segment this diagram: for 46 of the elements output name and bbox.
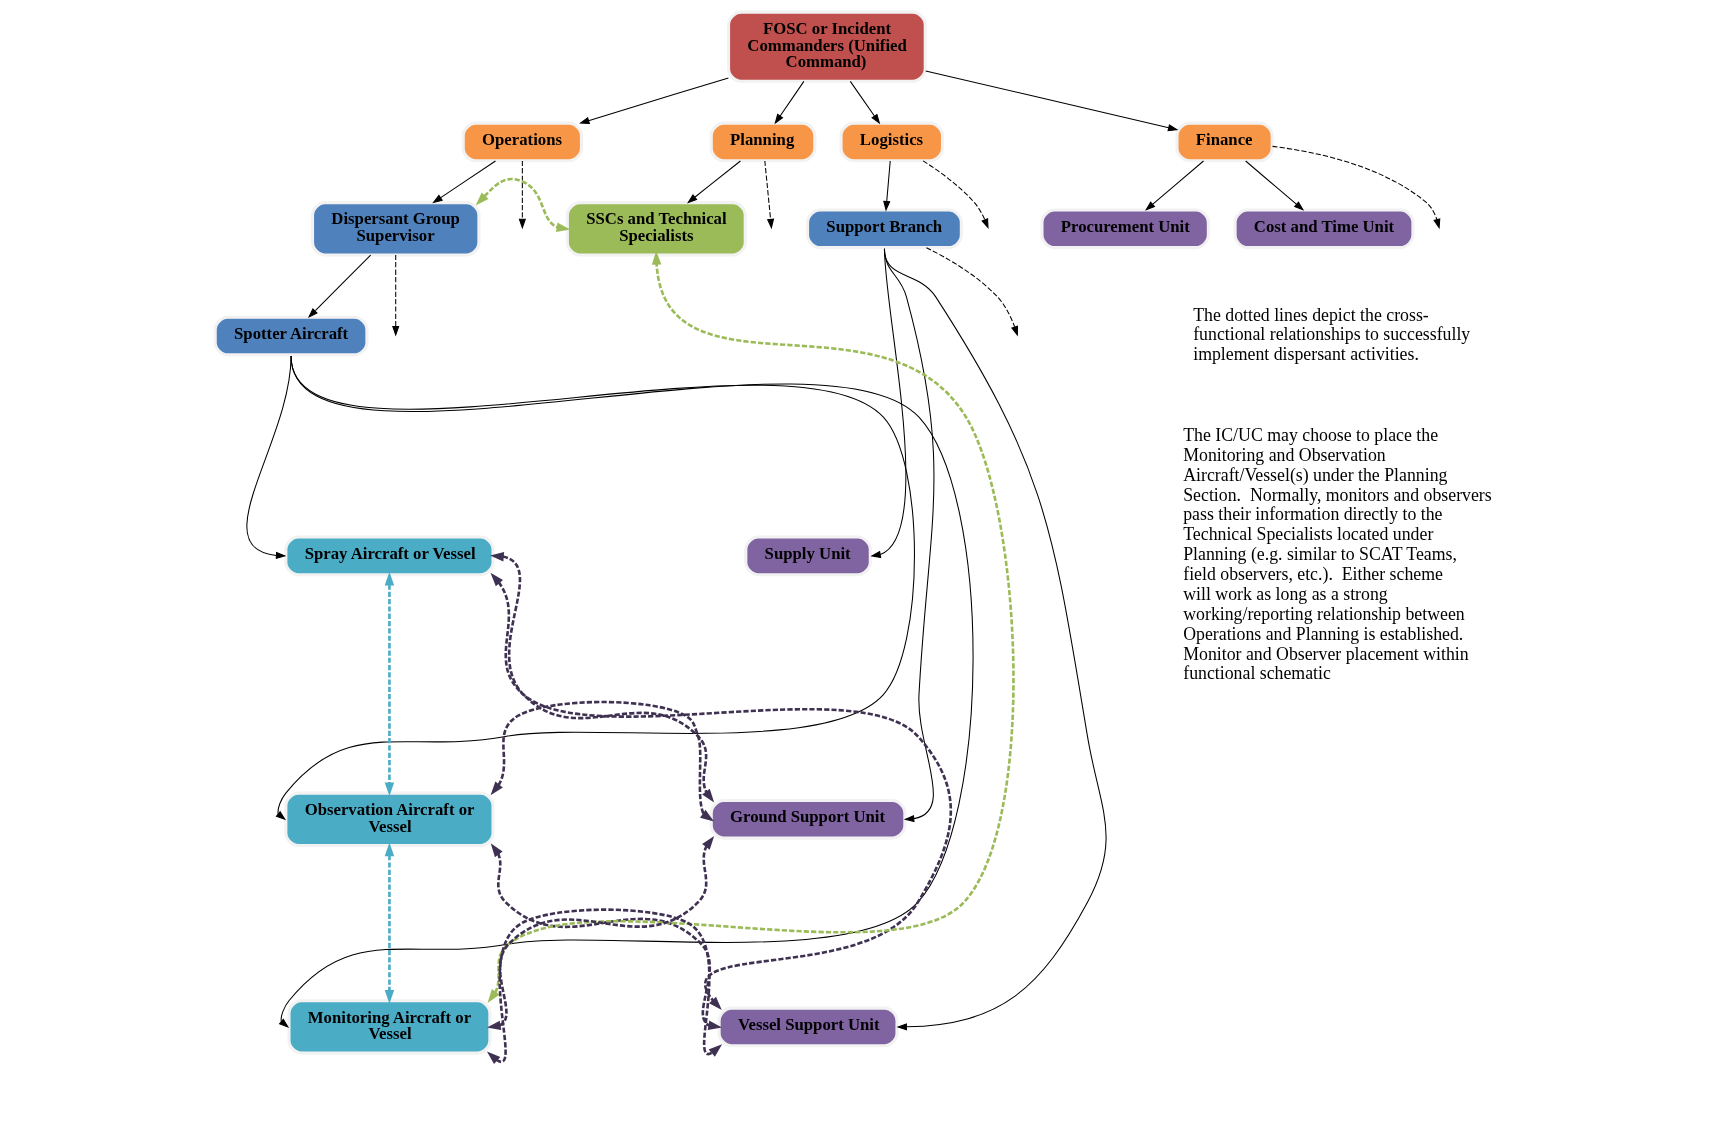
node-box: Ground Support Unit [709, 798, 907, 840]
arrow [490, 572, 952, 1010]
node-box: FOSC or Incident Commanders (Unified Command) [726, 10, 927, 83]
arrow [925, 70, 1179, 132]
node-box: SSCs and Technical Specialists [565, 201, 747, 257]
node-box: Planning [709, 121, 817, 163]
arrow [849, 80, 881, 125]
arrow [487, 251, 1015, 1003]
arrow [1145, 160, 1204, 211]
arrow [246, 355, 292, 560]
node-box: Support Branch [805, 208, 963, 250]
arrow [764, 160, 775, 230]
arrow [278, 355, 974, 1028]
node-box: Observation Aircraft or Vessel [284, 791, 495, 848]
arrow [579, 77, 729, 125]
arrow [1245, 160, 1305, 211]
label: The dotted lines depict the cross-functional relationships to successfully implement dispersant activities. [1193, 304, 1471, 365]
arrow [490, 551, 715, 803]
node-box: Cost and Time Unit [1233, 208, 1415, 250]
node-box: Procurement Unit [1040, 208, 1210, 250]
arrow [883, 248, 1107, 1031]
node-box: Supply Unit [744, 535, 872, 577]
node-box: Spotter Aircraft [213, 315, 369, 357]
node-box: Logistics [839, 121, 945, 163]
arrow [1272, 145, 1441, 230]
arrow [883, 160, 891, 212]
arrow [384, 842, 395, 1004]
label: The IC/UC may choose to place the Monitoring and Observation Aircraft/Vessel(s) under the Planning Section. Normally, monitors and observers pass their information directly to the Technical Specialists located under Planning (e.g. similar to SCAT Teams, field observers, etc.). Either scheme will work as long as a strong working/reporting relationship between Operations and Planning is established. Monitor and Observer placement within functional schematic [1183, 424, 1492, 684]
arrow [475, 177, 571, 232]
arrow [518, 160, 527, 230]
arrow [307, 254, 372, 319]
arrow [384, 571, 395, 797]
node-box: Spray Aircraft or Vessel [284, 535, 495, 577]
node-box: Dispersant Group Supervisor [310, 201, 481, 257]
node-box: Finance [1175, 121, 1274, 163]
arrow [486, 908, 723, 1065]
arrow [687, 160, 741, 204]
node-box: Vessel Support Unit [717, 1006, 899, 1048]
arrow [392, 254, 400, 337]
arrow [774, 80, 805, 125]
arrow [490, 700, 714, 822]
node-box: Operations [461, 121, 584, 163]
arrow [432, 160, 496, 204]
arrow [922, 160, 989, 230]
node-box: Monitoring Aircraft or Vessel [287, 999, 492, 1055]
arrow [925, 247, 1018, 337]
